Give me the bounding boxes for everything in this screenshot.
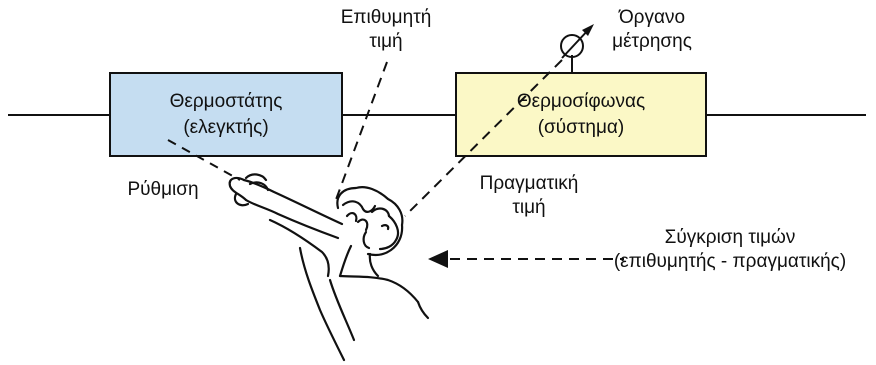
person-icon bbox=[228, 173, 430, 362]
meter-icon bbox=[560, 24, 594, 59]
desired-value-dashed-line bbox=[333, 61, 388, 206]
system-name: Θερμοσίφωνας bbox=[516, 91, 646, 112]
measuring-instrument-label: Όργανο μέτρησης bbox=[612, 7, 692, 52]
controller-box-label: Θερμοστάτης (ελεγκτής) bbox=[110, 89, 342, 141]
comparison-arrow bbox=[428, 250, 624, 268]
controller-role: (ελεγκτής) bbox=[183, 117, 269, 138]
system-role: (σύστημα) bbox=[537, 117, 625, 138]
comparison-label: Σύγκριση τιμών (επιθυμητής - πραγματικής… bbox=[613, 227, 847, 272]
adjustment-dashed-line bbox=[167, 139, 241, 181]
desired-value-label: Επιθυμητή τιμή bbox=[340, 7, 432, 52]
system-box bbox=[455, 72, 707, 157]
arrow-left-icon bbox=[428, 250, 448, 268]
controller-name: Θερμοστάτης bbox=[169, 91, 283, 112]
system-box-label: Θερμοσίφωνας (σύστημα) bbox=[456, 89, 706, 141]
controller-box bbox=[109, 72, 343, 157]
adjustment-label: Ρύθμιση bbox=[127, 179, 199, 200]
actual-value-label: Πραγματική τιμή bbox=[479, 173, 579, 218]
actual-value-dashed-line bbox=[404, 59, 563, 217]
